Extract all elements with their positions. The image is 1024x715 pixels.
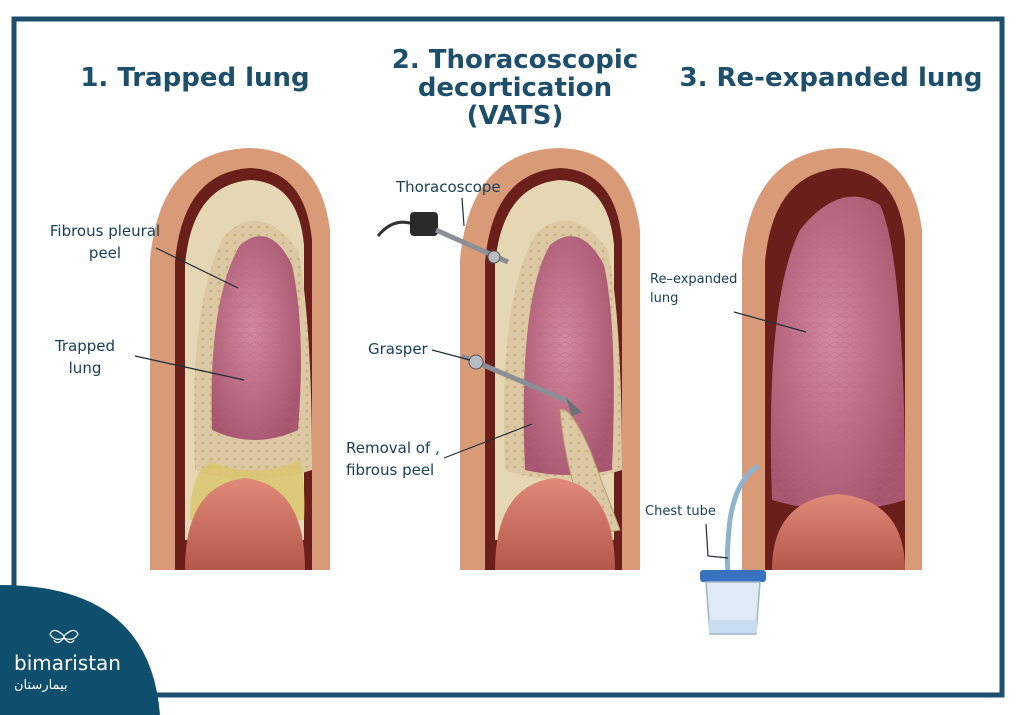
- label-chest-tube: Chest tube: [645, 504, 716, 519]
- outer-border: [11, 16, 1005, 698]
- drainage-lid: [700, 570, 766, 582]
- panel-3-illustration: [700, 148, 922, 635]
- panel-1-title: 1. Trapped lung: [80, 63, 310, 93]
- chest-tube: [724, 463, 760, 573]
- scope-port: [487, 250, 501, 264]
- panel-2-illustration: [376, 148, 640, 570]
- leader-peel-1: [155, 247, 239, 289]
- label-grasper: Grasper: [368, 340, 428, 358]
- panel-3-title: 3. Re-expanded lung: [679, 63, 983, 93]
- label-thoracoscope: Thoracoscope: [396, 178, 501, 196]
- diaphragm-1: [185, 478, 305, 570]
- lung-texture-3: [770, 196, 905, 510]
- grasper-port: [468, 354, 484, 370]
- butterfly-icon: [49, 629, 79, 644]
- panel-2-title: 2. Thoracoscopic decortication (VATS): [391, 45, 639, 131]
- leader-scope: [461, 197, 465, 227]
- label-trapped-lung: Trapped lung: [54, 337, 116, 377]
- leader-removal: [443, 423, 533, 459]
- drainage-fluid: [709, 620, 757, 633]
- grasper-tip: [566, 398, 582, 416]
- diaphragm-3: [772, 494, 905, 570]
- brand-logo-arabic: بيمارستان: [14, 678, 68, 693]
- brand-corner: [0, 585, 160, 715]
- leader-reexpanded: [733, 311, 807, 333]
- leader-lung-1: [134, 355, 245, 381]
- label-fibrous-pleural-peel: Fibrous pleural peel: [49, 222, 161, 262]
- scope-handle: [410, 212, 438, 236]
- lung-texture-2: [523, 236, 614, 475]
- leader-grasper: [431, 349, 471, 361]
- brand-logo-text: bimaristan: [14, 651, 121, 675]
- diaphragm-2: [495, 478, 615, 570]
- lung-texture-1: [211, 236, 301, 440]
- label-removal-fibrous-peel: Removal of , fibrous peel: [346, 439, 440, 479]
- panel-1-illustration: [150, 148, 330, 570]
- leader-chesttube: [705, 523, 729, 559]
- label-reexpanded-lung: Re–expanded lung: [650, 272, 738, 306]
